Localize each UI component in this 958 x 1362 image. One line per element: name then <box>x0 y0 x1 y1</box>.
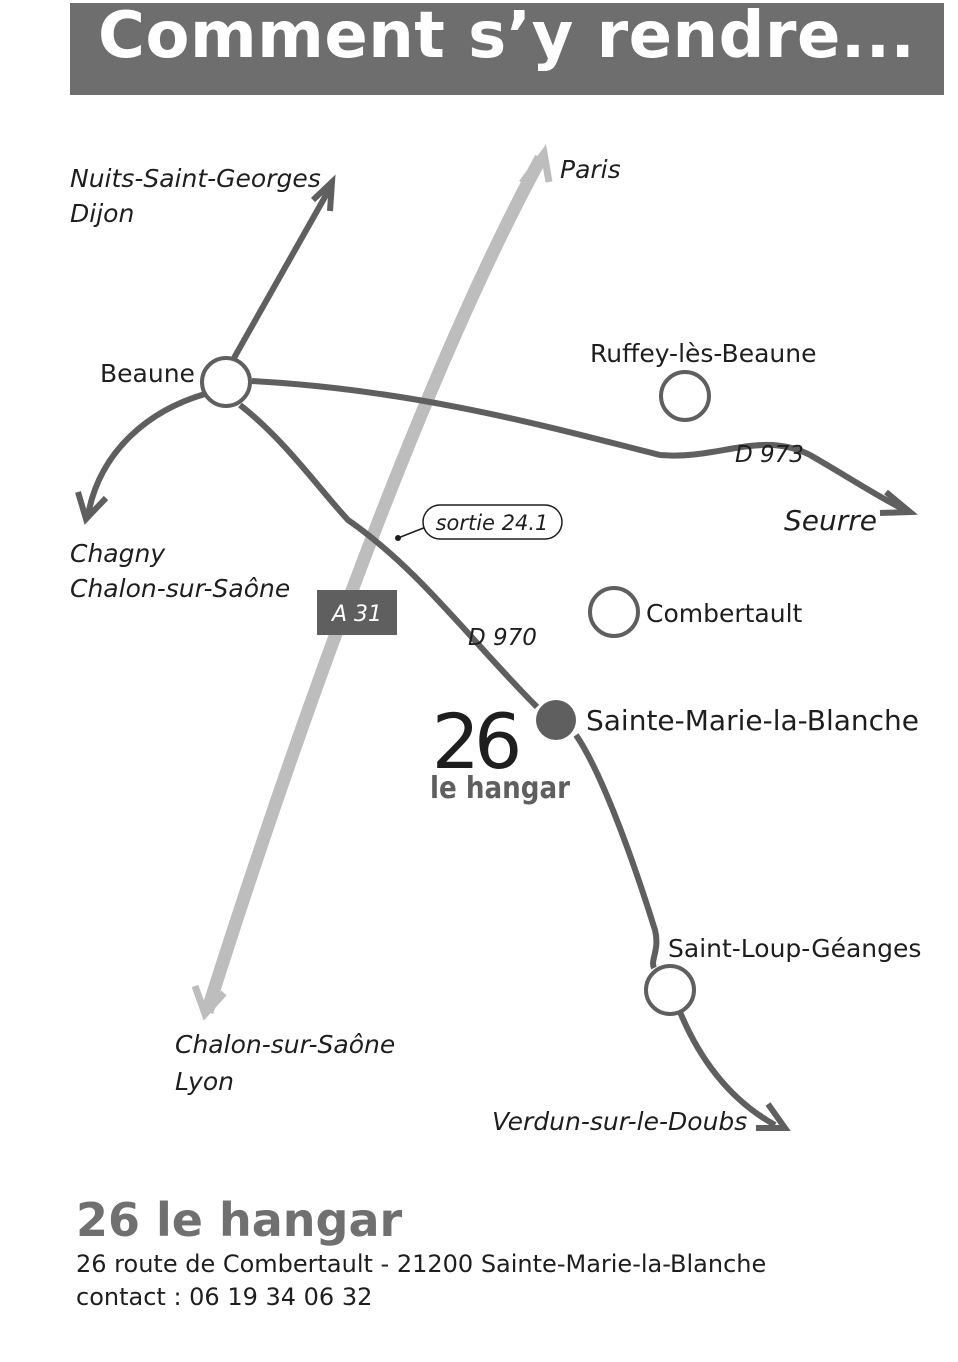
exit-leader <box>397 526 427 539</box>
road-to-verdun <box>573 733 660 970</box>
road-to-chagny <box>85 391 206 516</box>
beaune-marker <box>200 356 252 408</box>
page-title: Comment s’y rendre... <box>98 0 916 73</box>
combertault-label: Combertault <box>646 599 803 628</box>
nuits-label: Nuits-Saint-Georges <box>70 164 321 193</box>
logo-number: 26 <box>432 697 518 786</box>
verdun-arrow-icon <box>756 1102 791 1131</box>
venue-contact: contact : 06 19 34 06 32 <box>76 1283 373 1311</box>
a31-label: A 31 <box>330 602 382 627</box>
road-to-dijon <box>231 186 333 360</box>
dijon-arrow-icon <box>310 174 336 212</box>
d973-road <box>251 378 907 513</box>
chalon-label-north: Chalon-sur-Saône <box>70 574 290 603</box>
lyon-label: Lyon <box>175 1067 234 1096</box>
title-banner: Comment s’y rendre... <box>70 0 944 95</box>
sainte-marie-label: Sainte-Marie-la-Blanche <box>586 704 919 737</box>
chagny-label: Chagny <box>70 539 166 568</box>
chagny-arrow-icon <box>75 491 109 525</box>
d970-road <box>238 402 540 710</box>
venue-address: 26 route de Combertault - 21200 Sainte-M… <box>76 1250 767 1278</box>
verdun-label: Verdun-sur-le-Doubs <box>492 1107 747 1136</box>
road-saint-loup-verdun <box>677 1010 777 1128</box>
paris-label: Paris <box>560 155 621 184</box>
chalon-label-south: Chalon-sur-Saône <box>175 1030 395 1059</box>
footer: 26 le hangar 26 route de Combertault - 2… <box>76 1192 766 1314</box>
d973-label: D 973 <box>735 442 804 468</box>
saint-loup-marker <box>644 964 696 1016</box>
sainte-marie-marker <box>536 700 576 740</box>
saint-loup-label: Saint-Loup-Géanges <box>668 934 921 963</box>
venue-name: 26 le hangar <box>76 1193 403 1247</box>
exit-label: sortie 24.1 <box>436 511 549 535</box>
d970-label: D 970 <box>468 625 537 651</box>
a31-shield <box>317 590 397 635</box>
seurre-label: Seurre <box>784 504 877 537</box>
lyon-arrow-icon <box>191 984 227 1021</box>
dijon-label: Dijon <box>70 199 134 228</box>
paris-arrow-icon <box>519 144 553 186</box>
exit-label-box <box>422 504 563 540</box>
seurre-arrow-icon <box>879 489 918 516</box>
hangar-logo: 26 le hangar <box>430 697 570 806</box>
combertault-marker <box>588 586 640 638</box>
a31-motorway <box>200 154 547 1014</box>
beaune-label: Beaune <box>100 359 195 388</box>
ruffey-label: Ruffey-lès-Beaune <box>590 339 816 368</box>
logo-word: le hangar <box>430 771 570 806</box>
ruffey-marker <box>659 370 711 422</box>
